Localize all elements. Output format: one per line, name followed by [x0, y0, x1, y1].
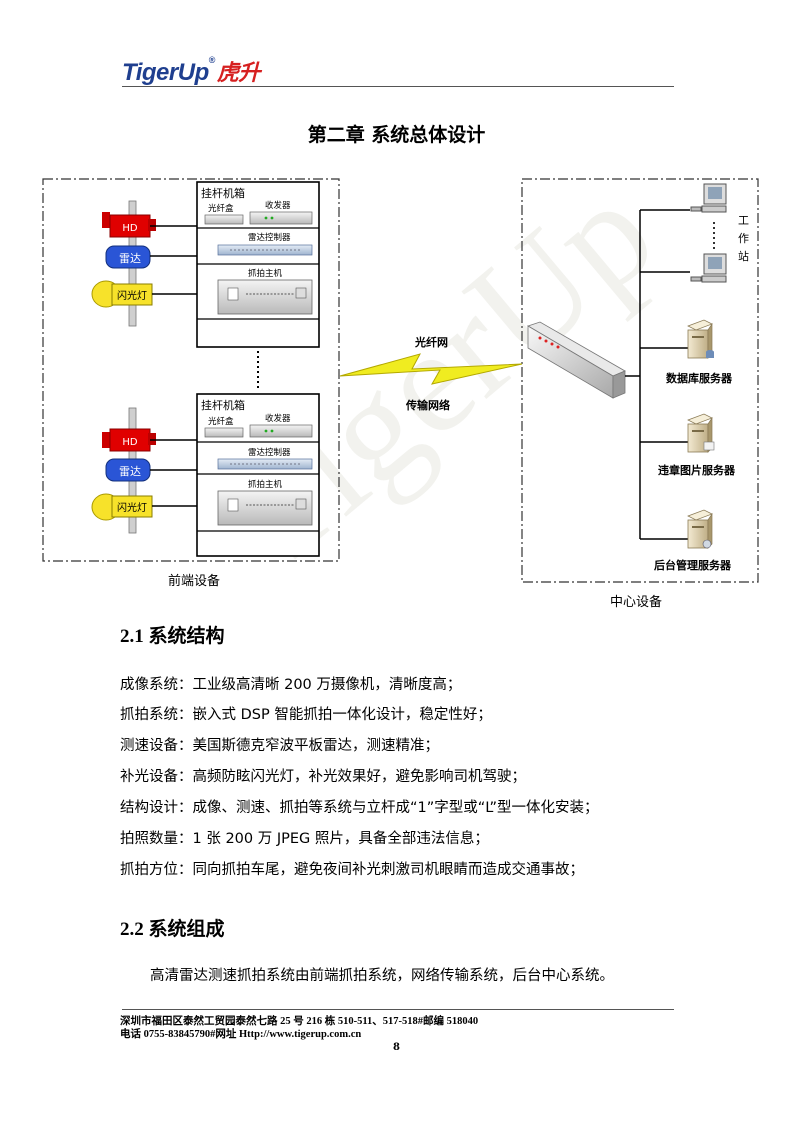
- core-switch-icon: [527, 321, 626, 399]
- pole-group-bottom: HD 雷达 闪光灯: [91, 407, 197, 534]
- radar-label: 雷达: [119, 252, 141, 265]
- flash-label: 闪光灯: [117, 289, 147, 302]
- footer-address: 深圳市福田区泰然工贸园泰然七路 25 号 216 栋 510-511、517-5…: [120, 1016, 479, 1027]
- paragraph-text: 高清雷达测速抓拍系统由前端抓拍系统，网络传输系统，后台中心系统。: [150, 968, 614, 984]
- logo-registered-mark: ®: [208, 55, 216, 65]
- workstation-label-char: 工: [738, 214, 749, 227]
- fiber-net-label: 光纤网: [414, 335, 448, 349]
- center-frame: [521, 178, 759, 583]
- pole-cabinet-bottom: 挂杆机箱 光纤盒 收发器 雷达控制器 抓拍主机: [196, 393, 320, 557]
- workstation-label-char: 站: [738, 249, 749, 263]
- cabinet-label: 挂杆机箱: [201, 398, 245, 412]
- transceiver: [249, 211, 313, 225]
- transceiver: [249, 424, 313, 438]
- flash-lamp: 闪光灯: [91, 493, 153, 521]
- db-server-label: 数据库服务器: [666, 371, 733, 385]
- pole-group-top: HD 雷达 闪光灯: [91, 200, 197, 327]
- violation-image-server-icon: [687, 413, 715, 453]
- system-architecture-diagram: HD 雷达 闪光灯 挂杆机箱 光纤盒 收发器 雷达控制器: [42, 178, 759, 610]
- paragraph-line: 抓拍系统：嵌入式 DSP 智能抓拍一体化设计，稳定性好；: [120, 707, 492, 723]
- network-lightning-icon: [339, 353, 523, 385]
- workstation-label-char: 作: [738, 232, 749, 245]
- backend-server-icon: [687, 509, 713, 549]
- fiber-box-label: 光纤盒: [208, 416, 234, 427]
- workstation-label: 工 作 站: [738, 214, 749, 263]
- hd-label: HD: [122, 437, 138, 448]
- fiber-box: [204, 427, 244, 438]
- logo-text-en: TigerUp: [122, 59, 209, 86]
- front-end-label: 前端设备: [168, 573, 220, 589]
- hd-label: HD: [122, 223, 138, 234]
- pole-cabinet-top: 挂杆机箱 光纤盒 收发器 雷达控制器 抓拍主机: [196, 181, 320, 348]
- radar-controller: [217, 458, 313, 470]
- paragraph-line: 抓拍方位：同向抓拍车尾，避免夜间补光刺激司机眼睛而造成交通事故；: [120, 862, 584, 878]
- flash-lamp: 闪光灯: [91, 280, 153, 308]
- radar-unit: 雷达: [105, 245, 151, 269]
- fiber-box: [204, 214, 244, 225]
- transceiver-label: 收发器: [265, 413, 291, 424]
- radar-controller-label: 雷达控制器: [248, 447, 291, 458]
- paragraph-line: 测速设备：美国斯德克窄波平板雷达，测速精准；: [120, 738, 439, 754]
- hd-camera: HD: [102, 428, 156, 452]
- backend-server-label: 后台管理服务器: [654, 558, 732, 572]
- database-server-icon: [687, 319, 714, 359]
- radar-unit: 雷达: [105, 458, 151, 482]
- footer-contact: 电话 0755-83845790#网址 Http://www.tigerup.c…: [120, 1029, 362, 1040]
- footer-rule: [122, 1009, 674, 1010]
- page-number: 8: [393, 1042, 400, 1053]
- paragraph-line: 拍照数量：1 张 200 万 JPEG 照片，具备全部违法信息；: [120, 831, 489, 847]
- paragraph-line: 成像系统：工业级高清晰 200 万摄像机，清晰度高；: [120, 677, 462, 693]
- center-label: 中心设备: [610, 594, 662, 610]
- violation-server-label: 违章图片服务器: [658, 463, 736, 477]
- fiber-box-label: 光纤盒: [208, 203, 234, 214]
- section-heading-2-1: 2.1 系统结构: [120, 626, 225, 647]
- paragraph-line: 补光设备：高频防眩闪光灯，补光效果好，避免影响司机驾驶；: [120, 769, 526, 785]
- radar-controller: [217, 244, 313, 256]
- workstation-icon: [690, 183, 727, 213]
- paragraph-line: 结构设计：成像、测速、抓拍等系统与立杆成“1”字型或“L”型一体化安装；: [120, 800, 599, 816]
- radar-label: 雷达: [119, 465, 141, 478]
- cabinet-label: 挂杆机箱: [201, 186, 245, 200]
- company-logo: TigerUp®虎升: [122, 55, 260, 87]
- capture-host-label: 抓拍主机: [248, 268, 283, 279]
- chapter-title: 第二章 系统总体设计: [307, 124, 486, 146]
- flash-label: 闪光灯: [117, 501, 147, 514]
- logo-text-cn: 虎升: [216, 60, 261, 85]
- transport-net-label: 传输网络: [405, 398, 450, 412]
- capture-host-label: 抓拍主机: [248, 479, 283, 490]
- front-end-frame: [42, 178, 340, 562]
- transceiver-label: 收发器: [265, 200, 291, 211]
- workstation-icon: [690, 253, 727, 283]
- header-rule: [122, 86, 674, 87]
- radar-controller-label: 雷达控制器: [248, 232, 291, 243]
- section-heading-2-2: 2.2 系统组成: [120, 919, 225, 940]
- hd-camera: HD: [102, 212, 156, 238]
